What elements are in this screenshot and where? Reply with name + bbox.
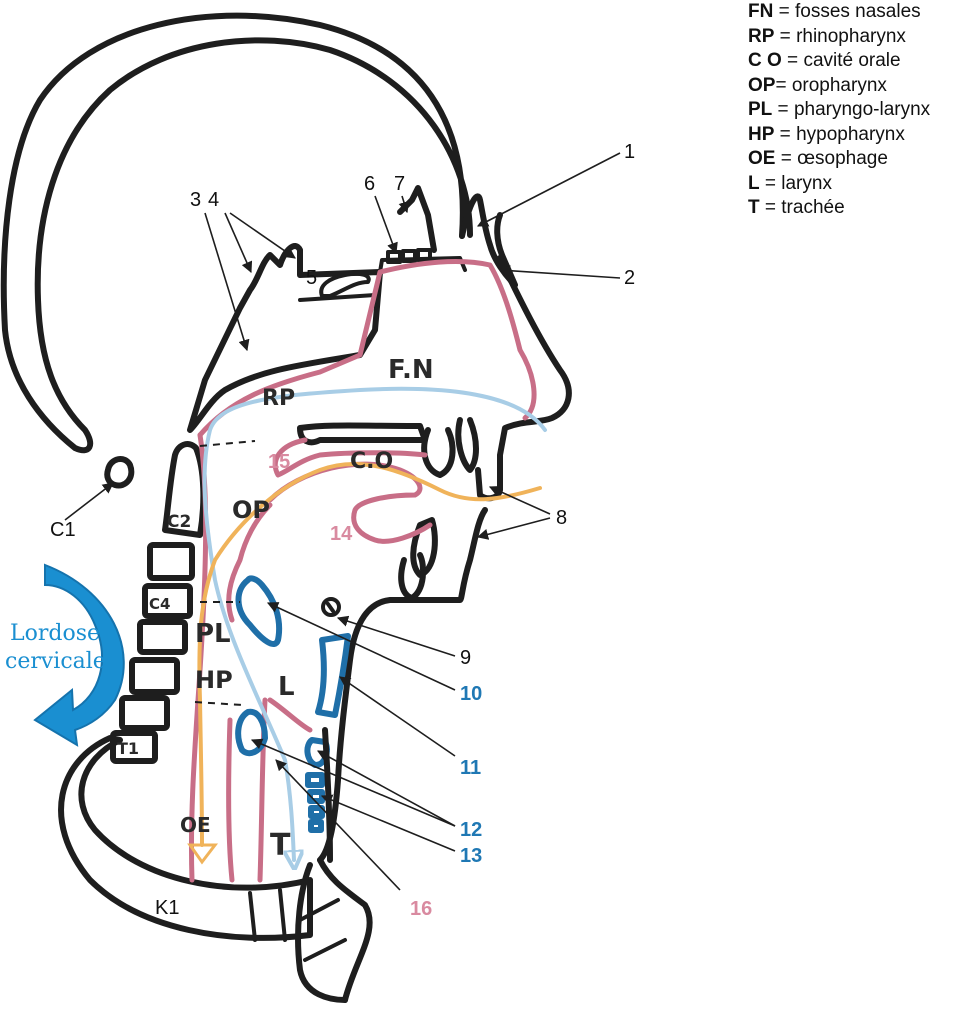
- label-co: C.O: [350, 449, 393, 474]
- esophagus-front-pink: [229, 720, 232, 880]
- ethmoid-cell-2: [403, 251, 415, 261]
- lordose-line1: Lordose: [10, 621, 100, 646]
- callout-10: 10: [460, 683, 482, 705]
- label-op: OP: [232, 496, 270, 524]
- leader-2: [500, 270, 620, 278]
- label-t: T: [270, 828, 291, 863]
- vertebra-c7: [122, 698, 167, 728]
- callout-15: 15: [268, 451, 290, 473]
- label-fn: F.N: [388, 355, 434, 385]
- tracheal-ring-3: [311, 808, 322, 816]
- sinus-outline: [300, 295, 375, 300]
- callout-3: 3: [190, 189, 201, 211]
- upper-tooth: [424, 430, 452, 475]
- tracheal-ring-4: [311, 822, 321, 830]
- callout-9: 9: [460, 647, 471, 669]
- leader-8a: [490, 487, 550, 514]
- callout-16: 16: [410, 898, 432, 920]
- label-t1: T1: [117, 739, 139, 758]
- tracheal-ring-1: [308, 775, 322, 785]
- leader-8b: [478, 518, 550, 537]
- lordose-line2: cervicale: [5, 649, 106, 674]
- label-hp: HP: [195, 666, 233, 694]
- callout-6: 6: [364, 173, 375, 195]
- callout-7: 7: [394, 173, 405, 195]
- label-k1: K1: [155, 897, 179, 919]
- arytenoid: [238, 712, 265, 753]
- ethmoid-cell-3: [418, 250, 430, 260]
- vertebra-c5: [140, 622, 185, 652]
- crista-galli: [400, 188, 434, 250]
- callout-4: 4: [208, 189, 219, 211]
- leader-12a: [252, 740, 455, 826]
- callout-5: 5: [306, 267, 317, 289]
- turbinate-5: [321, 274, 369, 296]
- epiglottis: [238, 578, 279, 644]
- leader-11: [340, 677, 455, 756]
- ethmoid-cell-1: [388, 252, 400, 262]
- callout-13: 13: [460, 845, 482, 867]
- label-c2: C2: [167, 512, 191, 532]
- leader-1: [478, 153, 620, 226]
- upper-incisor: [458, 420, 476, 470]
- rib-inner-lines: [250, 890, 285, 940]
- atlas-c1: [107, 459, 131, 486]
- leader-c1: [65, 483, 113, 520]
- vertebra-c3: [150, 545, 192, 578]
- leader-4b: [230, 213, 295, 258]
- callout-2: 2: [624, 267, 635, 289]
- hyoid-mark: [328, 604, 333, 611]
- leader-13: [322, 796, 455, 851]
- neck-front: [320, 860, 370, 1000]
- label-oe: OE: [180, 813, 211, 837]
- label-rp: RP: [262, 386, 295, 411]
- callout-12: 12: [460, 819, 482, 841]
- manubrium-lines: [300, 900, 345, 960]
- vertebra-c6: [132, 660, 177, 692]
- callout-11: 11: [460, 757, 481, 779]
- leader-4a: [225, 213, 251, 272]
- leader-3: [205, 213, 247, 350]
- label-c1: C1: [50, 519, 76, 541]
- callout-8: 8: [556, 507, 567, 529]
- callout-1: 1: [624, 141, 635, 163]
- hard-palate: [300, 426, 425, 443]
- label-c4: C4: [149, 595, 170, 613]
- vocal-fold-pink: [270, 700, 310, 730]
- face-profile-outline: [478, 258, 569, 498]
- callout-14: 14: [330, 523, 353, 545]
- label-l: L: [278, 672, 295, 702]
- label-pl: PL: [195, 619, 231, 649]
- leader-6: [375, 196, 396, 253]
